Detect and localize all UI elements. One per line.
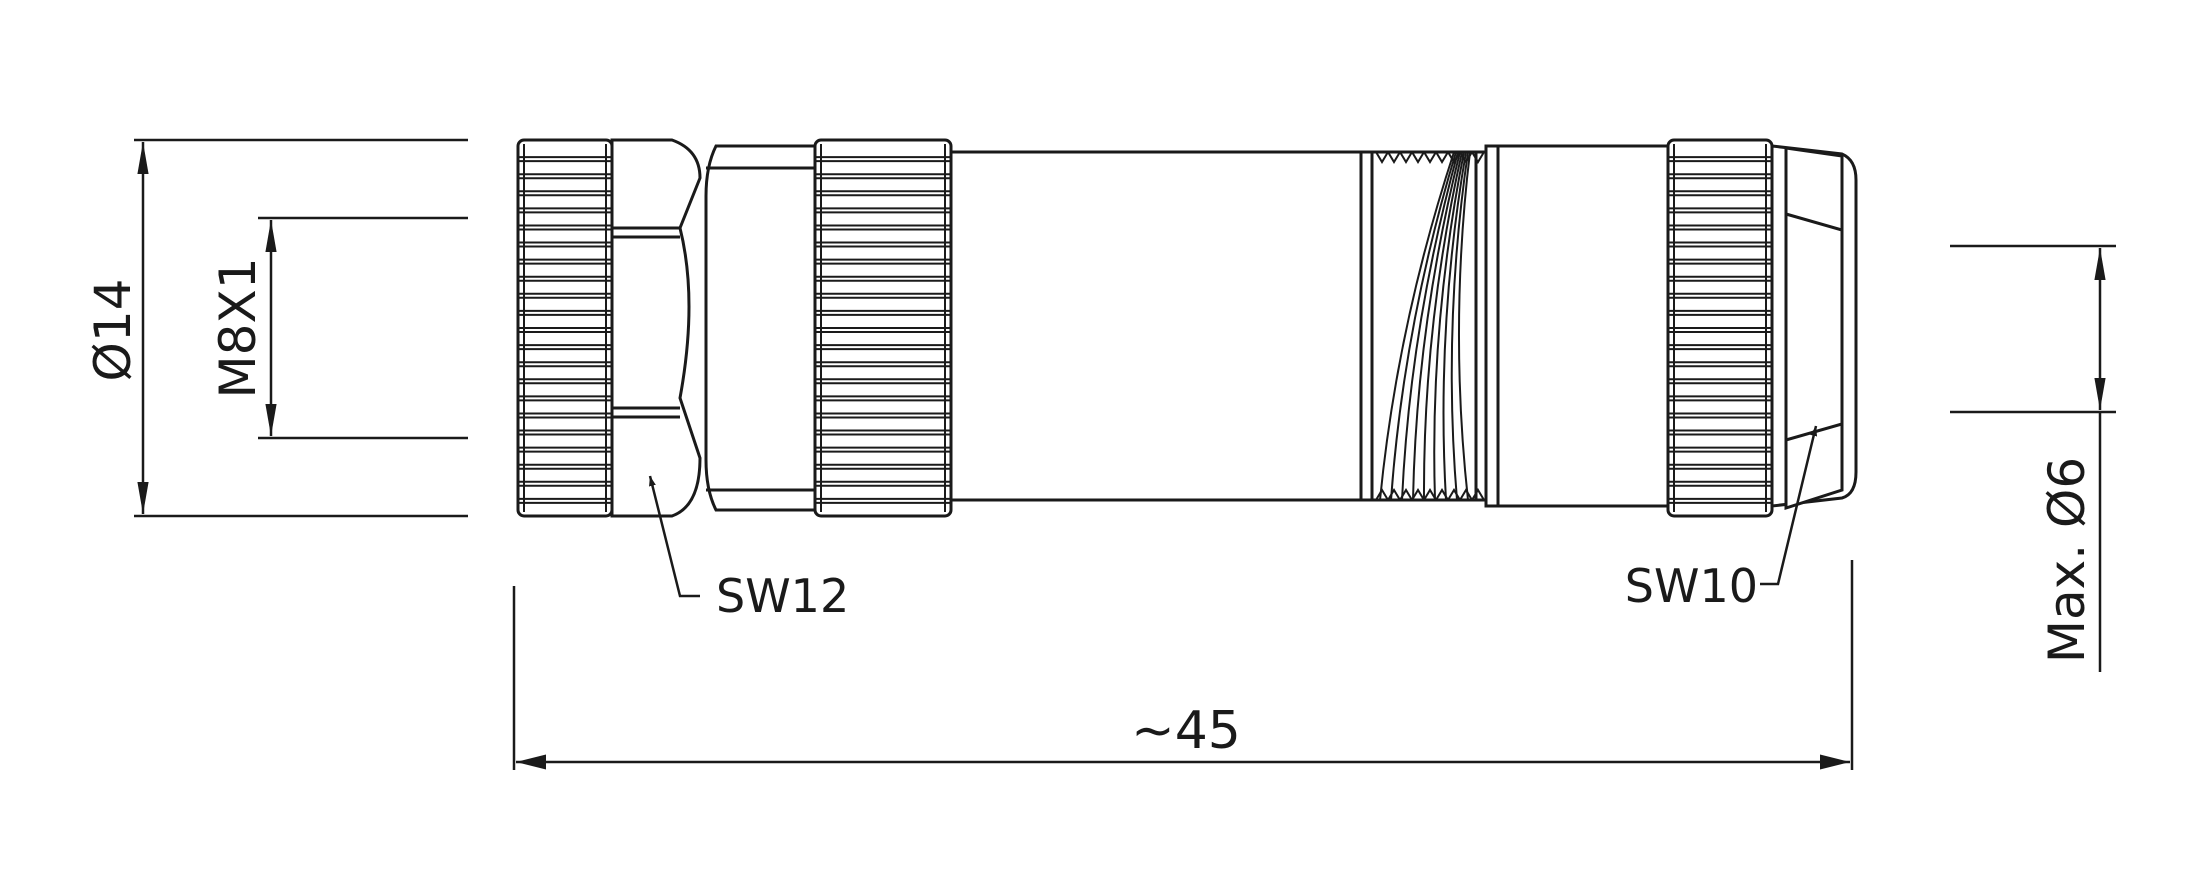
thread-line [1450, 151, 1469, 501]
thread-crest [1459, 151, 1473, 164]
thread-crest [1375, 151, 1389, 164]
thread-crest [1435, 151, 1449, 164]
thread-line [1422, 151, 1463, 501]
rear-nut-label: SW10 [1625, 559, 1758, 613]
thread-line [1379, 151, 1455, 501]
thread-crest [1435, 488, 1449, 501]
cable-diameter-label: Max. Ø6 [2038, 457, 2096, 663]
rear-knurled-nut [1666, 138, 1774, 518]
front-hex [610, 138, 702, 518]
front-hex-label: SW12 [716, 569, 849, 623]
thread-crest [1411, 151, 1425, 164]
dimension-lines [134, 138, 2116, 770]
thread-line [1433, 151, 1465, 501]
overall-length-label: ~45 [1131, 701, 1241, 761]
front-knurled-nut [516, 138, 614, 518]
thread-line [1442, 151, 1467, 501]
outer-diameter-label: Ø14 [84, 279, 142, 382]
cable-clamp [1770, 144, 1858, 511]
thread-line [1412, 151, 1461, 501]
thread-crest [1387, 151, 1401, 164]
thread-crest [1423, 488, 1437, 501]
thread-crest [1471, 488, 1485, 501]
thread-crest [1459, 488, 1473, 501]
thread-line [1457, 151, 1471, 501]
middle-knurled-ring [813, 138, 953, 518]
thread-crest [1471, 151, 1485, 164]
thread-crest [1447, 488, 1461, 501]
thread-crest [1423, 151, 1437, 164]
main-body [949, 150, 1363, 502]
thread-crest [1447, 151, 1461, 164]
thread-label: M8X1 [209, 257, 267, 398]
thread-line [1401, 151, 1459, 501]
thread-crest [1411, 488, 1425, 501]
rear-body [1484, 144, 1670, 508]
connector-body [516, 138, 1858, 518]
sleeve [704, 144, 817, 512]
thread-line [1390, 151, 1457, 501]
thread-crest [1399, 151, 1413, 164]
thread-crest [1387, 488, 1401, 501]
thread-section [1359, 150, 1488, 502]
thread-crest [1399, 488, 1413, 501]
thread-crest [1375, 488, 1389, 501]
